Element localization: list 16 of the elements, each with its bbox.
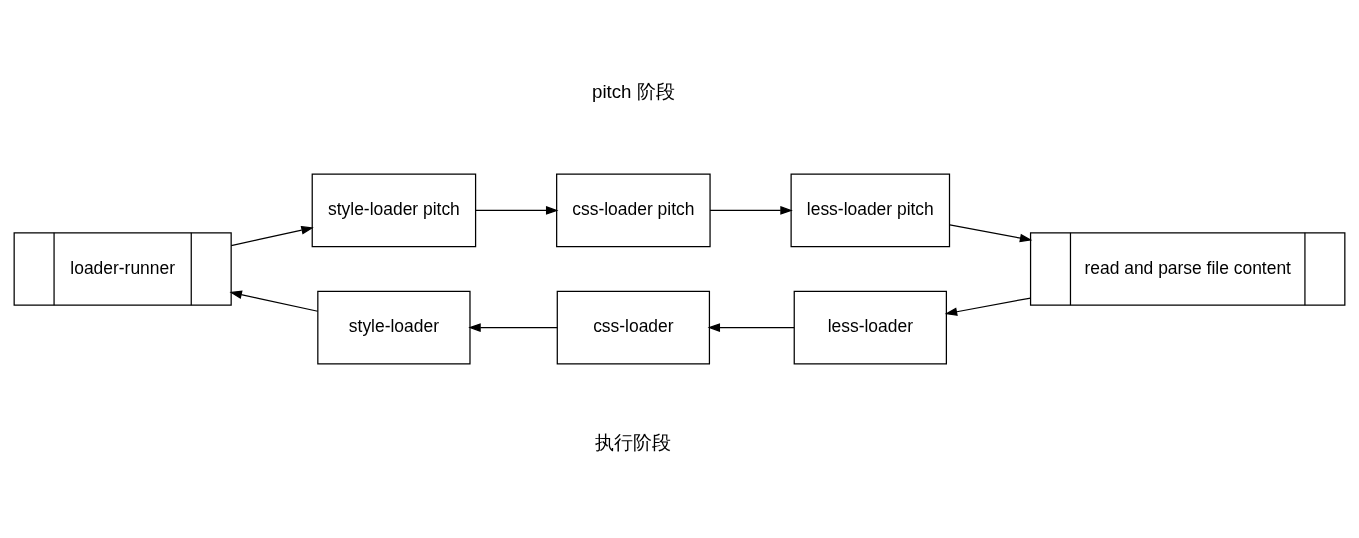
node-box: css-loader xyxy=(556,290,711,365)
label: pitch 阶段 xyxy=(592,80,675,102)
node-box: css-loader pitch xyxy=(556,173,711,248)
arrow xyxy=(944,297,1031,316)
label: 执行阶段 xyxy=(595,432,672,454)
node-box: style-loader pitch xyxy=(311,173,477,248)
arrow xyxy=(949,224,1033,243)
node-box: style-loader xyxy=(317,290,471,365)
arrow xyxy=(230,225,314,247)
arrow xyxy=(468,323,558,332)
arrow xyxy=(707,323,795,332)
node-box: less-loader pitch xyxy=(790,173,951,248)
arrow xyxy=(229,290,319,312)
arrow xyxy=(475,206,559,215)
node-box: less-loader xyxy=(793,290,947,365)
arrow xyxy=(709,206,793,215)
